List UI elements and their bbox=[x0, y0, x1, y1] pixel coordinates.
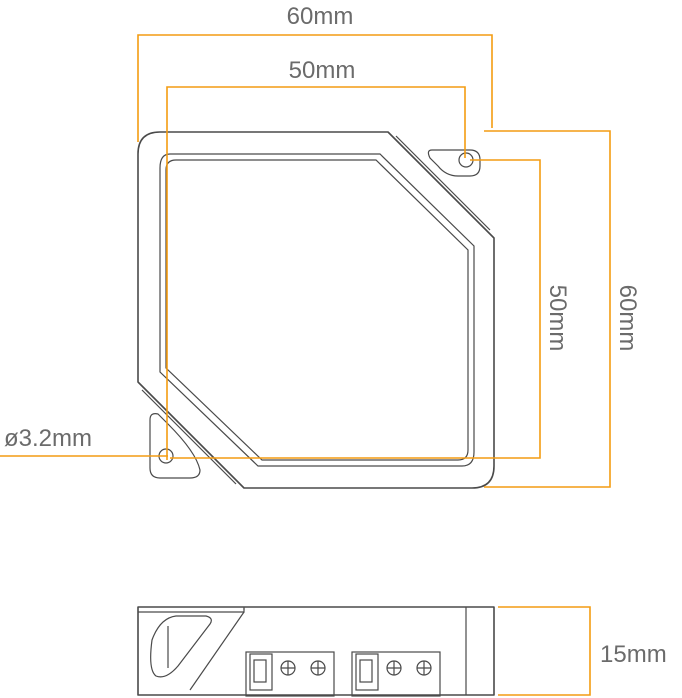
label-outer-width: 60mm bbox=[287, 3, 354, 30]
connector-left bbox=[245, 651, 335, 697]
label-thickness: 15mm bbox=[600, 641, 667, 668]
dim-outer-height-line bbox=[484, 130, 611, 488]
top-chamfer-edge-2 bbox=[141, 389, 237, 485]
dim-hole-width-line bbox=[166, 86, 466, 460]
side-view-body bbox=[137, 606, 495, 696]
top-view-inner-recess bbox=[165, 159, 469, 461]
connector-right bbox=[351, 651, 441, 697]
top-view-outer-outline bbox=[137, 131, 495, 489]
side-mount-slot bbox=[150, 615, 212, 678]
dimension-lines bbox=[0, 34, 611, 696]
label-hole-spacing-width: 50mm bbox=[289, 57, 356, 84]
label-hole-diameter: ø3.2mm bbox=[4, 425, 92, 452]
dim-hole-height-line bbox=[170, 159, 541, 459]
top-view bbox=[137, 131, 495, 489]
side-view bbox=[137, 606, 495, 697]
top-view-inner-frame bbox=[159, 153, 475, 467]
mount-hole-top-right bbox=[427, 149, 481, 177]
label-outer-height: 60mm bbox=[614, 285, 641, 352]
side-chamfer-diagonal bbox=[189, 611, 245, 691]
label-hole-spacing-height: 50mm bbox=[544, 285, 571, 352]
side-chamfer-line bbox=[138, 608, 245, 613]
top-chamfer-edge-1 bbox=[395, 135, 491, 231]
dim-thickness-line bbox=[498, 606, 591, 696]
dim-outer-width-line bbox=[137, 34, 493, 142]
